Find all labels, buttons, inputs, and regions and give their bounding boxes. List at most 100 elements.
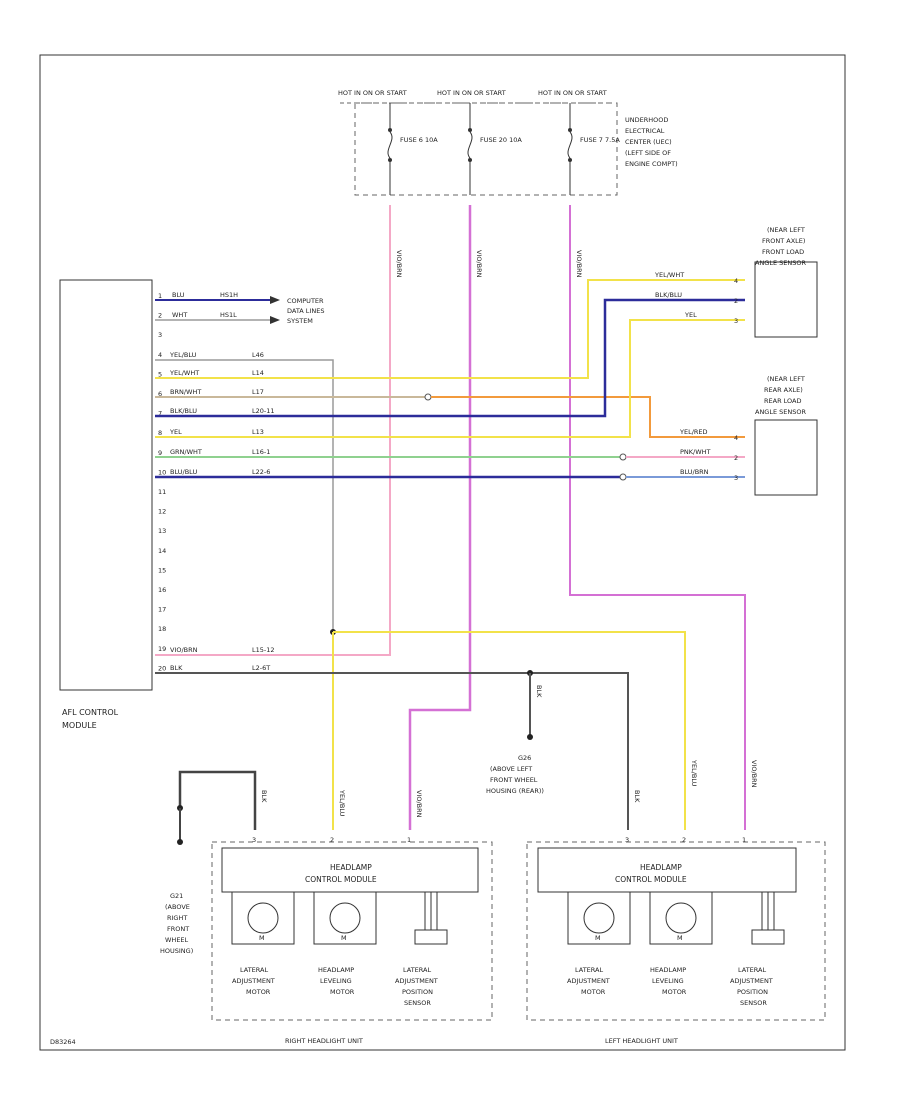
wire-pin8 bbox=[155, 319, 745, 438]
afl-pin-8: 8 bbox=[158, 429, 162, 437]
wire-pin19-color: VIO/BRN bbox=[170, 646, 198, 654]
left-part1-line1: LATERAL bbox=[575, 966, 603, 974]
right-unit-wire2: YEL/BLU bbox=[338, 789, 346, 817]
g21-label-line3: RIGHT bbox=[167, 914, 187, 922]
afl-pin-18: 18 bbox=[158, 625, 166, 633]
ground-g21-symbol bbox=[177, 839, 183, 845]
g21-label-line4: FRONT bbox=[167, 925, 189, 933]
sensor-wiring: YEL/BLU L46 YEL/WHT L14 BRN/WHT L17 BLK/… bbox=[155, 279, 745, 632]
left-unit-wire1: BLK bbox=[633, 790, 641, 803]
ground-g21: G21 (ABOVE RIGHT FRONT WHEEL HOUSING) bbox=[160, 770, 257, 955]
riser-1-wire-label: VIO/BRN bbox=[395, 250, 403, 278]
rear-sensor-wire2: PNK/WHT bbox=[680, 448, 711, 456]
riser-2-wire-label: VIO/BRN bbox=[475, 250, 483, 278]
g26-label-line2: (ABOVE LEFT bbox=[490, 765, 532, 773]
fuse2-label: FUSE 20 10A bbox=[480, 136, 522, 144]
front-sensor-wire1: YEL/WHT bbox=[654, 271, 684, 279]
left-unit-boundary bbox=[526, 841, 826, 1021]
afl-module-name-line1: AFL CONTROL bbox=[62, 708, 119, 717]
front-sensor-label-line4: ANGLE SENSOR bbox=[755, 259, 806, 267]
right-unit-wire3: VIO/BRN bbox=[415, 790, 423, 818]
afl-pin-4: 4 bbox=[158, 351, 162, 359]
data-line-2-circuit: HS1L bbox=[220, 311, 237, 319]
wire-pin4-circuit: L46 bbox=[252, 351, 264, 359]
underhood-electrical-center: HOT IN ON OR START HOT IN ON OR START HO… bbox=[338, 89, 678, 196]
front-sensor-pin2: 2 bbox=[734, 297, 738, 305]
front-sensor-wire2: BLK/BLU bbox=[655, 291, 682, 299]
right-position-sensor-icon bbox=[414, 929, 448, 945]
riser-1-wire bbox=[155, 205, 391, 656]
fuse3-terminal-top bbox=[568, 128, 572, 132]
left-lateral-motor-housing bbox=[567, 891, 631, 945]
afl-pin-14: 14 bbox=[158, 547, 166, 555]
front-sensor-box bbox=[754, 261, 818, 338]
computer-data-lines: BLU WHT HS1H HS1L COMPUTER DATA LINES SY… bbox=[155, 291, 324, 325]
afl-pin-11: 11 bbox=[158, 488, 166, 496]
afl-pin-12: 12 bbox=[158, 508, 166, 516]
left-module-label-line1: HEADLAMP bbox=[640, 863, 682, 872]
right-part1-line3: MOTOR bbox=[246, 988, 271, 996]
g26-label-line4: HOUSING (REAR)) bbox=[486, 787, 544, 795]
front-sensor-pin1: 4 bbox=[734, 277, 738, 285]
right-unit-pin1: 3 bbox=[252, 836, 256, 844]
fuse1-terminal-bottom bbox=[388, 158, 392, 162]
feed-label-1: HOT IN ON OR START bbox=[338, 89, 407, 97]
left-leveling-motor-mark: M bbox=[677, 934, 683, 942]
right-unit-title: RIGHT HEADLIGHT UNIT bbox=[285, 1037, 363, 1045]
fuse2-terminal-bottom bbox=[468, 158, 472, 162]
wire-pin7 bbox=[155, 298, 745, 418]
wire-pin4 bbox=[155, 359, 334, 632]
fuse3-terminal-bottom bbox=[568, 158, 572, 162]
afl-pin-5: 5 bbox=[158, 370, 162, 378]
left-position-sensor-icon bbox=[751, 929, 785, 945]
front-sensor-label-line1: (NEAR LEFT bbox=[767, 226, 805, 234]
left-unit-pin3: 1 bbox=[742, 836, 746, 844]
right-lateral-motor-housing bbox=[231, 891, 295, 945]
left-part1-line3: MOTOR bbox=[581, 988, 606, 996]
headlamp-feeds: BLK VIO/BRN L15-12 BLK L2-6T G26 (ABOVE … bbox=[155, 629, 686, 830]
wire-pin9-circuit: L16-1 bbox=[252, 448, 270, 456]
g21-label-line5: WHEEL bbox=[165, 936, 189, 944]
rear-sensor-label-line2: REAR AXLE) bbox=[764, 386, 803, 394]
left-unit-pin1: 3 bbox=[625, 836, 629, 844]
front-sensor-label-line2: FRONT AXLE) bbox=[762, 237, 805, 245]
afl-pin-6: 6 bbox=[158, 390, 162, 398]
wire-pin6-cont bbox=[431, 396, 745, 438]
wire-yel-to-left-unit bbox=[333, 631, 686, 830]
rear-load-angle-sensor: (NEAR LEFT REAR AXLE) REAR LOAD ANGLE SE… bbox=[679, 375, 818, 496]
data-line-2-arrow bbox=[270, 316, 280, 324]
left-part2-line1: HEADLAMP bbox=[650, 966, 686, 974]
afl-pin-2: 2 bbox=[158, 312, 162, 320]
right-leveling-motor-housing bbox=[313, 891, 377, 945]
riser-2-wire bbox=[408, 205, 472, 830]
left-part3-line3: POSITION bbox=[737, 988, 768, 996]
afl-control-module: AFL CONTROL MODULE 123456789101112131415… bbox=[59, 279, 166, 730]
left-leveling-motor-housing bbox=[649, 891, 713, 945]
left-part2-line3: MOTOR bbox=[662, 988, 687, 996]
afl-pin-13: 13 bbox=[158, 527, 166, 535]
wire-pin10-color: BLU/BLU bbox=[170, 468, 197, 476]
front-sensor-wire3: YEL bbox=[684, 311, 697, 319]
computer-data-label-line3: SYSTEM bbox=[287, 317, 313, 325]
wire-pin8-color: YEL bbox=[169, 428, 182, 436]
rear-sensor-label-line1: (NEAR LEFT bbox=[767, 375, 805, 383]
right-headlight-unit: HEADLAMP CONTROL MODULE BLK YEL/BLU VIO/… bbox=[211, 789, 493, 1045]
fuse2-terminal-top bbox=[468, 128, 472, 132]
left-part1-line2: ADJUSTMENT bbox=[567, 977, 610, 985]
left-unit-wire2: YEL/BLU bbox=[690, 759, 698, 787]
right-part3-line4: SENSOR bbox=[404, 999, 431, 1007]
front-sensor-label-line3: FRONT LOAD bbox=[762, 248, 804, 256]
feed-label-3: HOT IN ON OR START bbox=[538, 89, 607, 97]
fuse3-label: FUSE 7 7.5A bbox=[580, 136, 620, 144]
afl-module-box bbox=[59, 279, 153, 691]
left-part2-line2: LEVELING bbox=[652, 977, 684, 985]
wire-pin20-ground bbox=[155, 672, 629, 830]
left-leveling-motor-icon bbox=[665, 902, 697, 934]
left-lateral-motor-mark: M bbox=[595, 934, 601, 942]
afl-pin-9: 9 bbox=[158, 449, 162, 457]
right-unit-boundary bbox=[211, 841, 493, 1021]
right-part2-line2: LEVELING bbox=[320, 977, 352, 985]
g21-label-line1: G21 bbox=[170, 892, 183, 900]
rear-sensor-wire3: BLU/BRN bbox=[680, 468, 709, 476]
